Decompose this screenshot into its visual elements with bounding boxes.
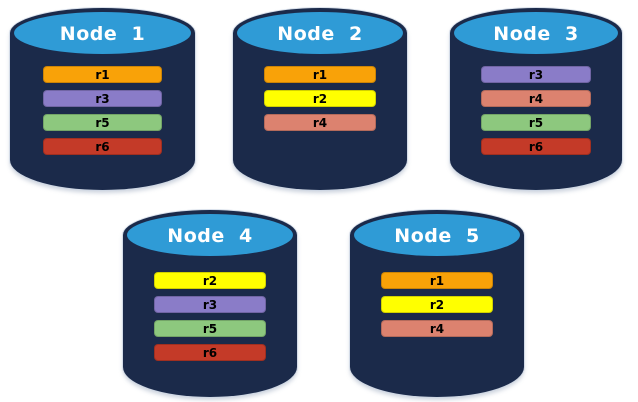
node-5-replica-list: r1 r2 r4 <box>350 272 524 337</box>
replica-bar-r6: r6 <box>480 138 592 155</box>
replica-bar-r3: r3 <box>154 296 266 313</box>
node-4-cylinder: Node 4 r2 r3 r5 r6 <box>123 210 297 397</box>
node-3-top-ellipse: Node 3 <box>454 12 618 54</box>
node-3-title: Node 3 <box>493 23 579 45</box>
node-4-replica-list: r2 r3 r5 r6 <box>123 272 297 361</box>
replica-bar-r3: r3 <box>480 66 592 83</box>
replica-bar-r4: r4 <box>264 114 376 131</box>
replica-bar-r1: r1 <box>381 272 493 289</box>
replica-bar-r5: r5 <box>480 114 592 131</box>
replica-bar-r6: r6 <box>154 344 266 361</box>
replica-bar-r4: r4 <box>480 90 592 107</box>
replica-bar-r2: r2 <box>264 90 376 107</box>
node-5-top-ellipse: Node 5 <box>354 214 520 256</box>
node-5-title: Node 5 <box>394 225 480 247</box>
node-1-replica-list: r1 r3 r5 r6 <box>10 66 195 155</box>
node-5-cylinder: Node 5 r1 r2 r4 <box>350 210 524 397</box>
node-1-top-ellipse: Node 1 <box>14 12 191 54</box>
replica-bar-r2: r2 <box>154 272 266 289</box>
node-2-top-ellipse: Node 2 <box>237 12 403 54</box>
replica-bar-r2: r2 <box>381 296 493 313</box>
replica-bar-r4: r4 <box>381 320 493 337</box>
node-4-title: Node 4 <box>167 225 253 247</box>
node-2-replica-list: r1 r2 r4 <box>233 66 407 131</box>
replica-bar-r6: r6 <box>43 138 162 155</box>
replica-bar-r1: r1 <box>264 66 376 83</box>
node-1-title: Node 1 <box>59 23 146 45</box>
node-1-cylinder: Node 1 r1 r3 r5 r6 <box>10 8 195 190</box>
replica-bar-r1: r1 <box>43 66 162 83</box>
replica-bar-r5: r5 <box>154 320 266 337</box>
node-3-replica-list: r3 r4 r5 r6 <box>450 66 622 155</box>
replica-bar-r3: r3 <box>43 90 162 107</box>
node-2-cylinder: Node 2 r1 r2 r4 <box>233 8 407 190</box>
node-2-title: Node 2 <box>277 23 363 45</box>
replica-bar-r5: r5 <box>43 114 162 131</box>
node-3-cylinder: Node 3 r3 r4 r5 r6 <box>450 8 622 190</box>
node-4-top-ellipse: Node 4 <box>127 214 293 256</box>
